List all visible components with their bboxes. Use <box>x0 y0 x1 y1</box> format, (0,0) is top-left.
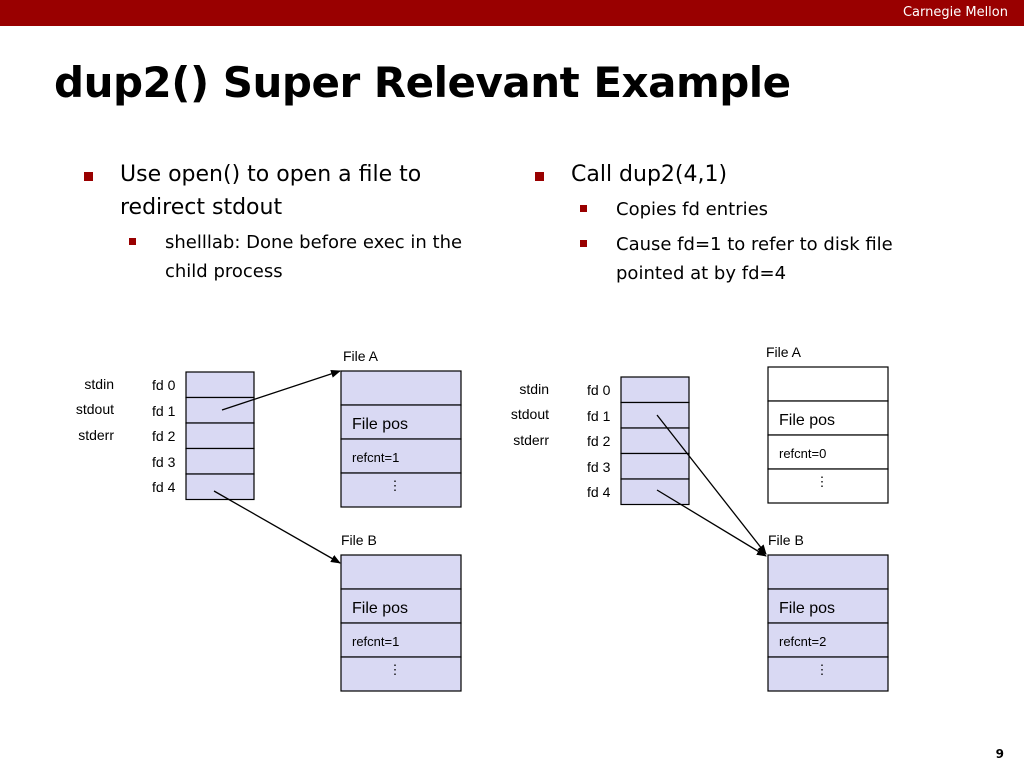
square-bullet-icon <box>535 172 544 181</box>
file-b-table <box>767 554 889 692</box>
stdin-label: stdin <box>519 381 549 397</box>
fd-cell <box>185 396 255 424</box>
fd-cell <box>185 371 255 399</box>
square-bullet-icon <box>580 240 587 247</box>
fd-label: fd 1 <box>587 408 611 424</box>
fd-cell <box>185 473 255 501</box>
refcnt-label: refcnt=0 <box>779 446 826 461</box>
fd-label: fd 3 <box>152 454 176 470</box>
fd1-to-file-b-arrow <box>656 414 767 555</box>
file-a-label: File A <box>766 344 802 360</box>
file-table-cell <box>767 588 889 624</box>
file-pos-label: File pos <box>779 412 835 429</box>
fd-label: fd 0 <box>152 377 176 393</box>
fd-cell <box>185 422 255 450</box>
ellipsis-label: ⋮ <box>816 474 829 489</box>
fd-cell <box>620 478 690 506</box>
file-pos-label: File pos <box>352 600 408 617</box>
file-b-label: File B <box>341 532 377 548</box>
descriptor-table <box>620 376 690 506</box>
file-table-cell <box>340 472 462 508</box>
left-diagram: stdin stdout stderr fd 0 fd 1 fd 2 fd 3 … <box>76 348 462 692</box>
right-bullet-list: Call dup2(4,1) Copies fd entries Cause f… <box>535 158 935 288</box>
square-bullet-icon <box>129 238 136 245</box>
stdout-label: stdout <box>511 406 549 422</box>
fd1-to-file-a-arrow <box>221 370 341 411</box>
fd-label: fd 4 <box>152 479 176 495</box>
square-bullet-icon <box>84 172 93 181</box>
brand-label: Carnegie Mellon <box>902 5 1008 20</box>
fd-cell <box>620 427 690 455</box>
ellipsis-label: ⋮ <box>816 662 829 677</box>
file-table-cell <box>340 588 462 624</box>
file-b-table <box>340 554 462 692</box>
fd-label: fd 2 <box>587 433 611 449</box>
file-pos-label: File pos <box>352 416 408 433</box>
file-a-table <box>767 366 889 504</box>
fd-label: fd 2 <box>152 428 176 444</box>
square-bullet-icon <box>580 205 587 212</box>
fd-label: fd 4 <box>587 484 611 500</box>
slide-title: dup2() Super Relevant Example <box>54 58 791 107</box>
stderr-label: stderr <box>78 427 114 443</box>
left-sub-bullet-text: shelllab: Done before exec in the child … <box>165 232 463 282</box>
right-sub-bullet-text: Cause fd=1 to refer to disk file pointed… <box>616 234 893 284</box>
left-bullet-list: Use open() to open a file to redirect st… <box>84 158 504 286</box>
fd-cell <box>620 376 690 404</box>
refcnt-label: refcnt=1 <box>352 634 399 649</box>
stdin-label: stdin <box>84 376 114 392</box>
stdout-label: stdout <box>76 401 114 417</box>
file-table-cell <box>340 622 462 658</box>
right-sub-bullet: Cause fd=1 to refer to disk file pointed… <box>580 230 935 288</box>
file-b-label: File B <box>768 532 804 548</box>
file-table-cell <box>340 554 462 590</box>
fd4-to-file-b-arrow <box>213 490 341 564</box>
fd4-to-file-b-arrow <box>656 489 767 557</box>
ellipsis-label: ⋮ <box>389 662 402 677</box>
right-diagram: stdin stdout stderr fd 0 fd 1 fd 2 fd 3 … <box>511 344 889 692</box>
file-table-cell <box>340 438 462 474</box>
file-a-table <box>340 370 462 508</box>
file-table-cell <box>767 468 889 504</box>
file-table-cell <box>767 366 889 402</box>
header-bar: Carnegie Mellon <box>0 0 1024 26</box>
fd-label: fd 1 <box>152 403 176 419</box>
stderr-label: stderr <box>513 432 549 448</box>
file-table-cell <box>340 370 462 406</box>
file-table-cell <box>767 400 889 436</box>
file-table-cell <box>340 656 462 692</box>
right-sub-bullet: Copies fd entries <box>580 195 935 224</box>
file-a-label: File A <box>343 348 379 364</box>
file-pos-label: File pos <box>779 600 835 617</box>
ellipsis-label: ⋮ <box>389 478 402 493</box>
descriptor-table <box>185 371 255 501</box>
right-bullet: Call dup2(4,1) <box>535 158 935 191</box>
fd-cell <box>185 447 255 475</box>
refcnt-label: refcnt=2 <box>779 634 826 649</box>
left-sub-bullet: shelllab: Done before exec in the child … <box>129 228 504 286</box>
page-number: 9 <box>995 747 1004 761</box>
file-table-cell <box>767 554 889 590</box>
file-table-cell <box>767 656 889 692</box>
left-bullet: Use open() to open a file to redirect st… <box>84 158 504 224</box>
fd-label: fd 0 <box>587 382 611 398</box>
fd-label: fd 3 <box>587 459 611 475</box>
file-table-cell <box>767 622 889 658</box>
refcnt-label: refcnt=1 <box>352 450 399 465</box>
file-table-cell <box>767 434 889 470</box>
fd-cell <box>620 401 690 429</box>
right-sub-bullet-text: Copies fd entries <box>616 199 769 220</box>
right-bullet-text: Call dup2(4,1) <box>571 162 728 187</box>
left-bullet-text: Use open() to open a file to redirect st… <box>120 162 422 220</box>
file-table-cell <box>340 404 462 440</box>
fd-cell <box>620 452 690 480</box>
